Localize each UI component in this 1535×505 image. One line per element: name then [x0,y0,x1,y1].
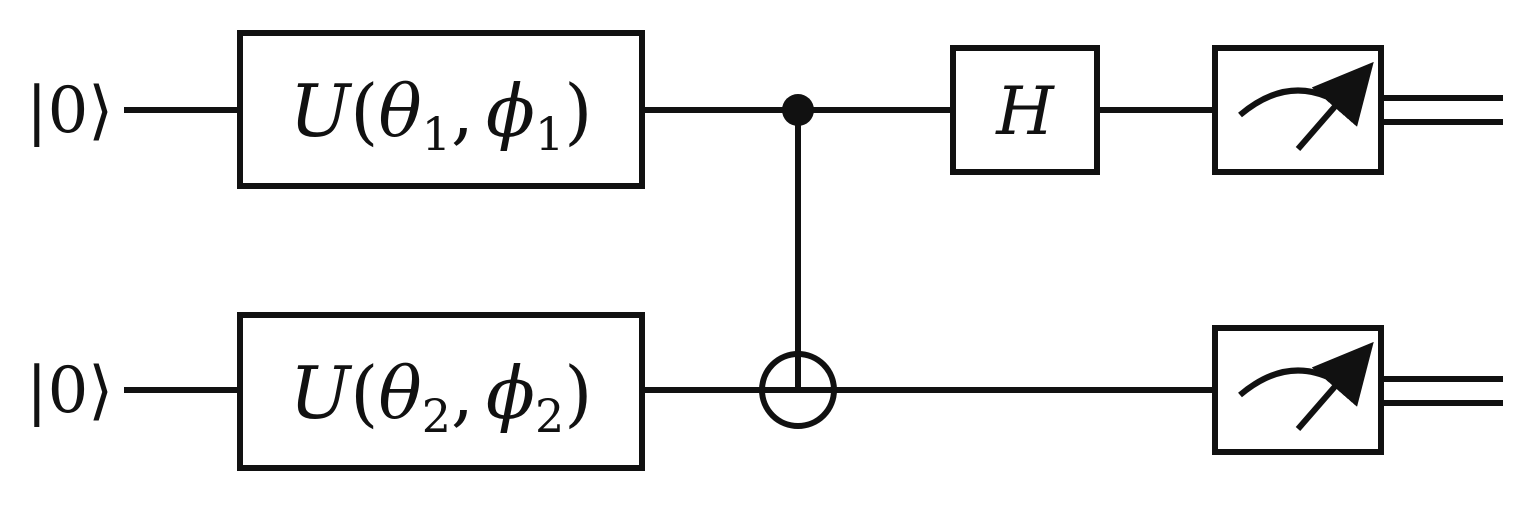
classical-wire-qubit-2 [1381,376,1503,406]
u-gate-qubit-2-label: U(θ2,ϕ2) [290,351,593,443]
measurement-meter-icon [1238,341,1374,431]
qubit-1-initial-state: |0⟩ [26,74,113,148]
u-gate-qubit-1-box [237,30,645,189]
u-gate-qubit-2-box [237,312,645,471]
cnot-target-icon [759,351,837,429]
hadamard-gate-box [950,45,1100,175]
measurement-qubit-2-box [1212,325,1384,455]
control-dot-icon [782,94,814,126]
measurement-meter-icon [1238,61,1374,151]
measurement-qubit-1-box [1212,45,1384,175]
qubit-2-initial-state: |0⟩ [26,354,113,428]
hadamard-gate-label: H [995,73,1055,150]
classical-wire-qubit-1 [1381,95,1503,125]
u-gate-qubit-1-label: U(θ1,ϕ1) [290,69,593,161]
